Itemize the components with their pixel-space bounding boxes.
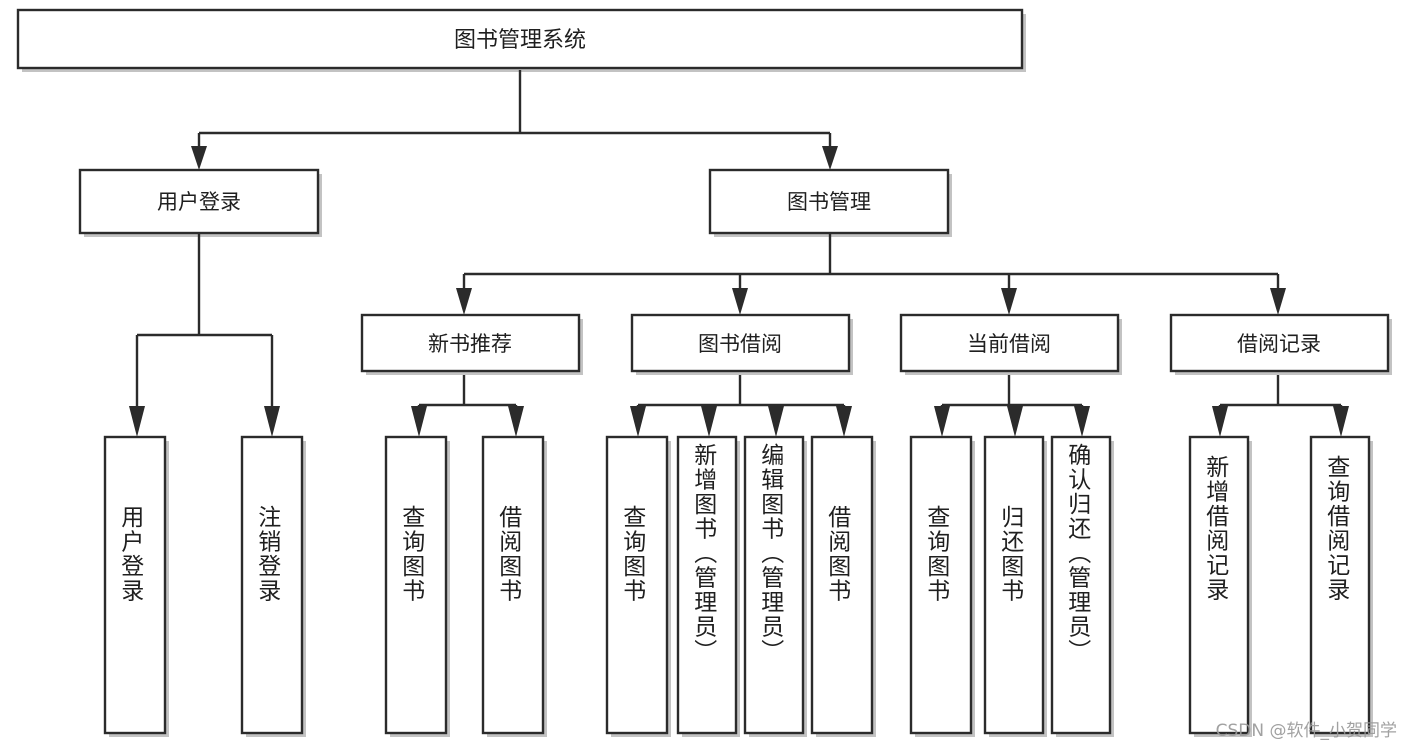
arrowhead-leaf-user-login <box>129 406 145 437</box>
node-box-book-borrow[interactable] <box>630 313 851 373</box>
node-box-leaf-query-record[interactable] <box>1309 435 1371 735</box>
node-box-leaf-edit-book[interactable] <box>743 435 805 735</box>
node-labels-horizontal: 图书管理系统 用户登录 图书管理 新书推荐 图书借阅 当前借阅 借阅记录 <box>157 28 1321 356</box>
label-book-manage: 图书管理 <box>787 190 871 214</box>
node-box-leaf-query-book-3[interactable] <box>909 435 973 735</box>
arrowhead-leaf-add-book <box>701 406 717 437</box>
arrowhead-new-book-rec <box>456 288 472 315</box>
node-box-current-borrow[interactable] <box>899 313 1120 373</box>
arrowhead-leaf-add-record <box>1212 406 1228 437</box>
csdn-watermark: CSDN @软件_小贺同学 <box>1215 721 1397 741</box>
connectors <box>129 70 1349 437</box>
node-boxes <box>16 8 1390 735</box>
node-box-leaf-user-login[interactable] <box>103 435 167 735</box>
node-box-leaf-return-book[interactable] <box>983 435 1045 735</box>
node-box-user-login[interactable] <box>78 168 320 235</box>
arrowhead-leaf-borrow-book-1 <box>508 406 524 437</box>
label-new-book-rec: 新书推荐 <box>428 332 512 356</box>
arrowhead-borrow-record <box>1270 288 1286 315</box>
node-box-new-book-rec[interactable] <box>360 313 581 373</box>
label-current-borrow: 当前借阅 <box>967 332 1051 356</box>
arrowhead-leaf-query-record <box>1333 406 1349 437</box>
node-box-leaf-logout[interactable] <box>240 435 304 735</box>
arrowhead-user-login <box>191 146 207 170</box>
node-box-book-manage[interactable] <box>708 168 950 235</box>
arrowhead-leaf-logout <box>264 406 280 437</box>
node-box-leaf-borrow-book-1[interactable] <box>481 435 545 735</box>
arrowhead-leaf-query-book-3 <box>934 406 950 437</box>
node-box-root[interactable] <box>16 8 1024 70</box>
arrowhead-leaf-edit-book <box>768 406 784 437</box>
arrowhead-book-borrow <box>732 288 748 315</box>
arrowhead-book-manage <box>822 146 838 170</box>
node-box-leaf-borrow-book-2[interactable] <box>810 435 874 735</box>
node-box-borrow-record[interactable] <box>1169 313 1390 373</box>
label-borrow-record: 借阅记录 <box>1237 332 1321 356</box>
label-user-login: 用户登录 <box>157 190 241 214</box>
node-box-leaf-query-book-2[interactable] <box>605 435 669 735</box>
label-root: 图书管理系统 <box>454 28 586 53</box>
arrowhead-leaf-query-book-2 <box>630 406 646 437</box>
arrowhead-current-borrow <box>1001 288 1017 315</box>
arrowhead-leaf-borrow-book-2 <box>836 406 852 437</box>
node-box-leaf-confirm-return[interactable] <box>1050 435 1112 735</box>
node-box-leaf-add-record[interactable] <box>1188 435 1250 735</box>
arrowhead-leaf-return-book <box>1007 406 1023 437</box>
node-box-leaf-query-book-1[interactable] <box>384 435 448 735</box>
node-box-leaf-add-book[interactable] <box>676 435 738 735</box>
label-book-borrow: 图书借阅 <box>698 332 782 356</box>
arrowhead-leaf-query-book-1 <box>411 406 427 437</box>
arrowhead-leaf-confirm-return <box>1074 406 1090 437</box>
